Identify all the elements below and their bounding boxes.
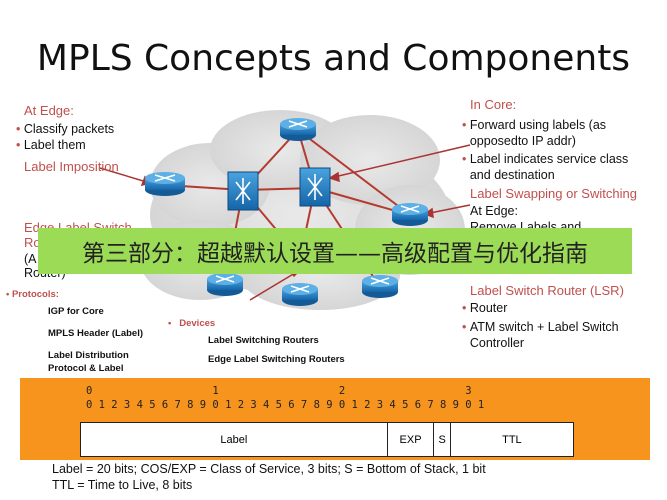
lsr-bullets: • Router • ATM switch + Label Switch Con…: [462, 300, 642, 351]
bit-ruler-units: 0 1 2 3 4 5 6 7 8 9 0 1 2 3 4 5 6 7 8 9 …: [86, 399, 485, 411]
lsr-switch-left: [227, 171, 259, 211]
in-core-bullet: • Forward using labels (as opposedto IP …: [462, 118, 607, 148]
edge-lsr-partial-line: (A: [24, 252, 37, 266]
at-edge-bullet: • Label them: [16, 138, 86, 152]
devices-list: Label Switching Routers Edge Label Switc…: [208, 334, 345, 366]
lsr-bullet: • ATM switch + Label Switch Controller: [462, 320, 619, 350]
edge-router-left: [145, 172, 185, 196]
mpls-header-fields: Label EXP S TTL: [80, 422, 574, 457]
label-swapping-heading: Label Swapping or Switching: [470, 186, 637, 201]
in-core-bullet: • Label indicates service class and dest…: [462, 152, 629, 182]
bit-ruler-tens: 0 1 2 3: [86, 385, 472, 397]
devices-heading: • Devices: [168, 318, 216, 329]
footnote: Label = 20 bits; COS/EXP = Class of Serv…: [44, 461, 652, 500]
callout-arrows: [99, 144, 471, 301]
edge-router-bottom-left: [207, 273, 243, 296]
footnote-line: TTL = Time to Live, 8 bits: [52, 478, 193, 492]
lsr-heading: Label Switch Router (LSR): [470, 283, 624, 298]
in-core-bullets: • Forward using labels (as opposedto IP …: [462, 117, 652, 183]
at-edge-bullet: • Classify packets: [16, 122, 115, 136]
exp-field: EXP: [386, 423, 434, 456]
protocol-item: MPLS Header (Label): [48, 328, 144, 339]
s-field: S: [433, 423, 449, 456]
device-item: Label Switching Routers: [208, 335, 319, 346]
protocols-list: IGP for Core MPLS Header (Label) Label D…: [48, 305, 163, 375]
edge-router-bottom-right: [362, 275, 398, 298]
core-router-bottom: [282, 283, 318, 306]
edge-router-right: [392, 203, 428, 226]
lsr-bullet: • Router: [462, 301, 508, 315]
slide-title: MPLS Concepts and Components: [36, 38, 631, 79]
at-edge-heading: At Edge:: [24, 103, 74, 118]
protocol-item: IGP for Core: [48, 306, 104, 317]
protocols-heading: • Protocols:: [6, 289, 59, 300]
label-field: Label: [220, 433, 248, 446]
ttl-field: TTL: [449, 423, 573, 456]
core-router-top: [280, 118, 316, 141]
in-core-heading: In Core:: [470, 97, 517, 112]
edge-lsr-partial-line: Ro: [24, 235, 41, 250]
overlay-banner: 第三部分：超越默认设置——高级配置与优化指南: [38, 228, 632, 274]
at-edge-bullets: • Classify packets • Label them: [16, 121, 176, 153]
right-edge-partial-line: At Edge:: [470, 204, 518, 218]
label-imposition-heading: Label Imposition: [24, 159, 119, 174]
protocol-item: Label Distribution Protocol & Label: [48, 350, 129, 374]
device-item: Edge Label Switching Routers: [208, 354, 345, 365]
footnote-line: Label = 20 bits; COS/EXP = Class of Serv…: [52, 462, 486, 476]
lsr-switch-right: [299, 167, 331, 207]
